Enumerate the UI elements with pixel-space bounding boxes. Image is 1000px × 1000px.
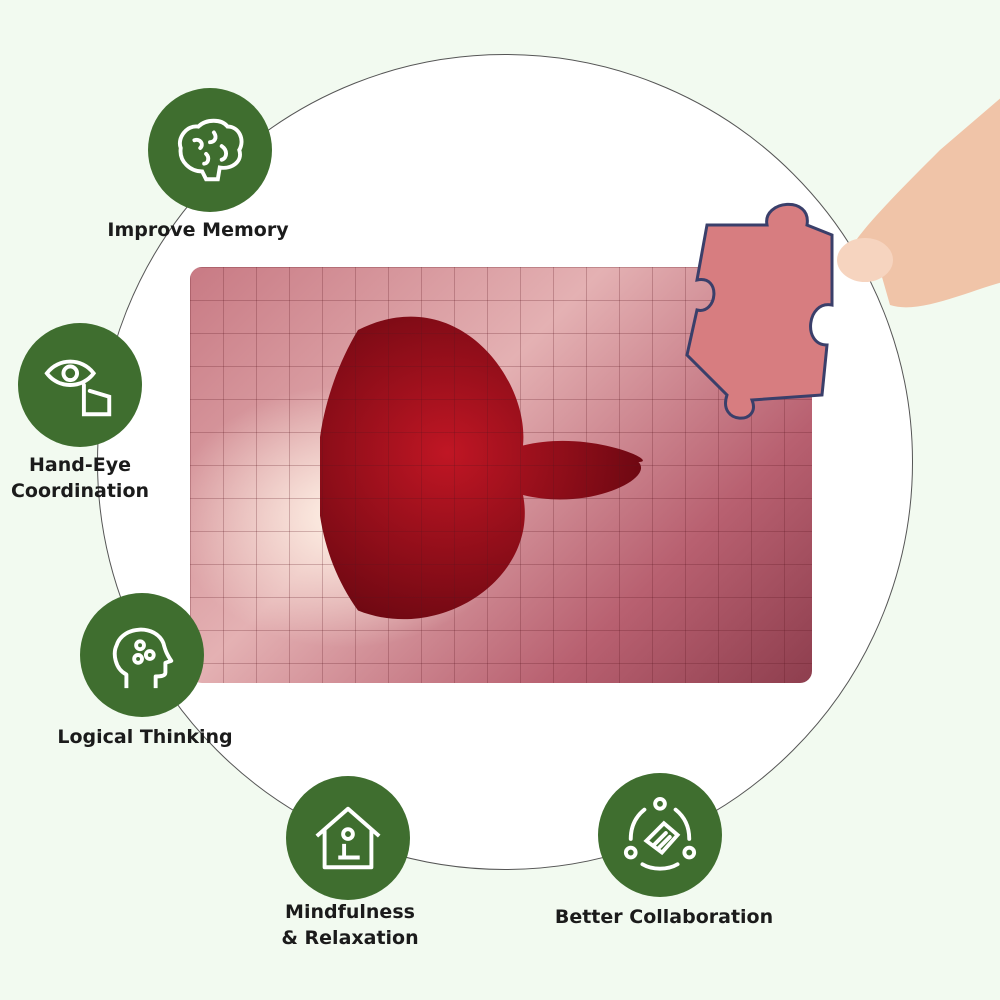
logical-thinking-badge	[80, 593, 204, 717]
collaboration-badge	[598, 773, 722, 897]
mindfulness-label: Mindfulness & Relaxation	[281, 899, 418, 951]
mindfulness-label-line1: Mindfulness	[285, 901, 415, 923]
mindfulness-label-line2: & Relaxation	[281, 927, 419, 949]
hand-eye-label-line1: Hand-Eye	[29, 454, 131, 476]
hand-eye-badge	[18, 323, 142, 447]
loose-puzzle-piece	[685, 202, 834, 420]
better-collaboration-label: Better Collaboration	[554, 906, 774, 928]
improve-memory-badge	[148, 88, 272, 212]
hand-eye-label-line2: Coordination	[10, 480, 150, 502]
collaboration-icon	[623, 796, 697, 871]
heart-image	[320, 316, 643, 620]
brain-icon	[177, 118, 244, 182]
head-molecule-icon	[112, 627, 174, 689]
house-person-icon	[315, 806, 381, 870]
improve-memory-label: Improve Memory	[107, 219, 289, 241]
mindfulness-badge	[286, 776, 410, 900]
heart-jigsaw-puzzle	[190, 267, 812, 683]
eye-hand-icon	[44, 359, 112, 417]
logical-thinking-label: Logical Thinking	[57, 726, 233, 748]
hand	[837, 98, 1000, 308]
